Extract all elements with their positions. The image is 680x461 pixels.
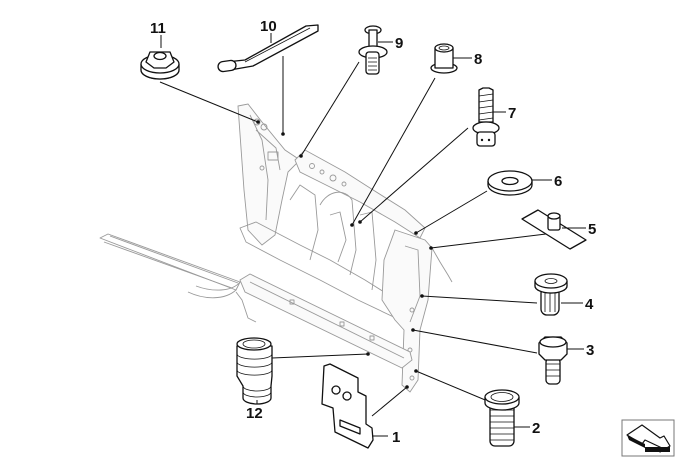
next-page-arrow-icon [626, 424, 671, 453]
callout-label-8: 8 [474, 51, 482, 68]
part-screw[interactable] [472, 87, 506, 147]
part-cable-tie[interactable] [217, 24, 319, 73]
part-rubber-buffer[interactable] [236, 337, 273, 405]
callout-label-1: 1 [392, 429, 400, 446]
callout-label-9: 9 [395, 35, 403, 52]
callout-label-12: 12 [246, 405, 263, 422]
callout-label-5: 5 [588, 221, 596, 238]
part-collar-nut[interactable] [140, 35, 180, 80]
part-washer[interactable] [487, 170, 552, 196]
callout-label-4: 4 [585, 296, 594, 313]
part-expanding-nut[interactable] [534, 273, 583, 316]
part-expanding-rivet[interactable] [358, 25, 393, 75]
callout-label-3: 3 [586, 342, 594, 359]
callout-label-2: 2 [532, 420, 540, 437]
part-support-plate[interactable] [521, 209, 587, 250]
part-hex-bolt[interactable] [538, 336, 584, 385]
callout-label-10: 10 [260, 18, 277, 35]
part-spacer-sleeve[interactable] [484, 389, 530, 447]
callout-label-7: 7 [508, 105, 516, 122]
part-nut-sleeve[interactable] [430, 43, 472, 74]
next-page-button[interactable] [621, 419, 675, 457]
callout-label-11: 11 [150, 20, 166, 37]
callout-label-6: 6 [554, 173, 562, 190]
part-protective-plate[interactable] [321, 363, 388, 449]
body-structure [99, 103, 453, 393]
callout-labels: 1 2 3 4 5 6 7 8 9 10 11 12 [150, 18, 596, 446]
leader-lines [159, 56, 547, 417]
